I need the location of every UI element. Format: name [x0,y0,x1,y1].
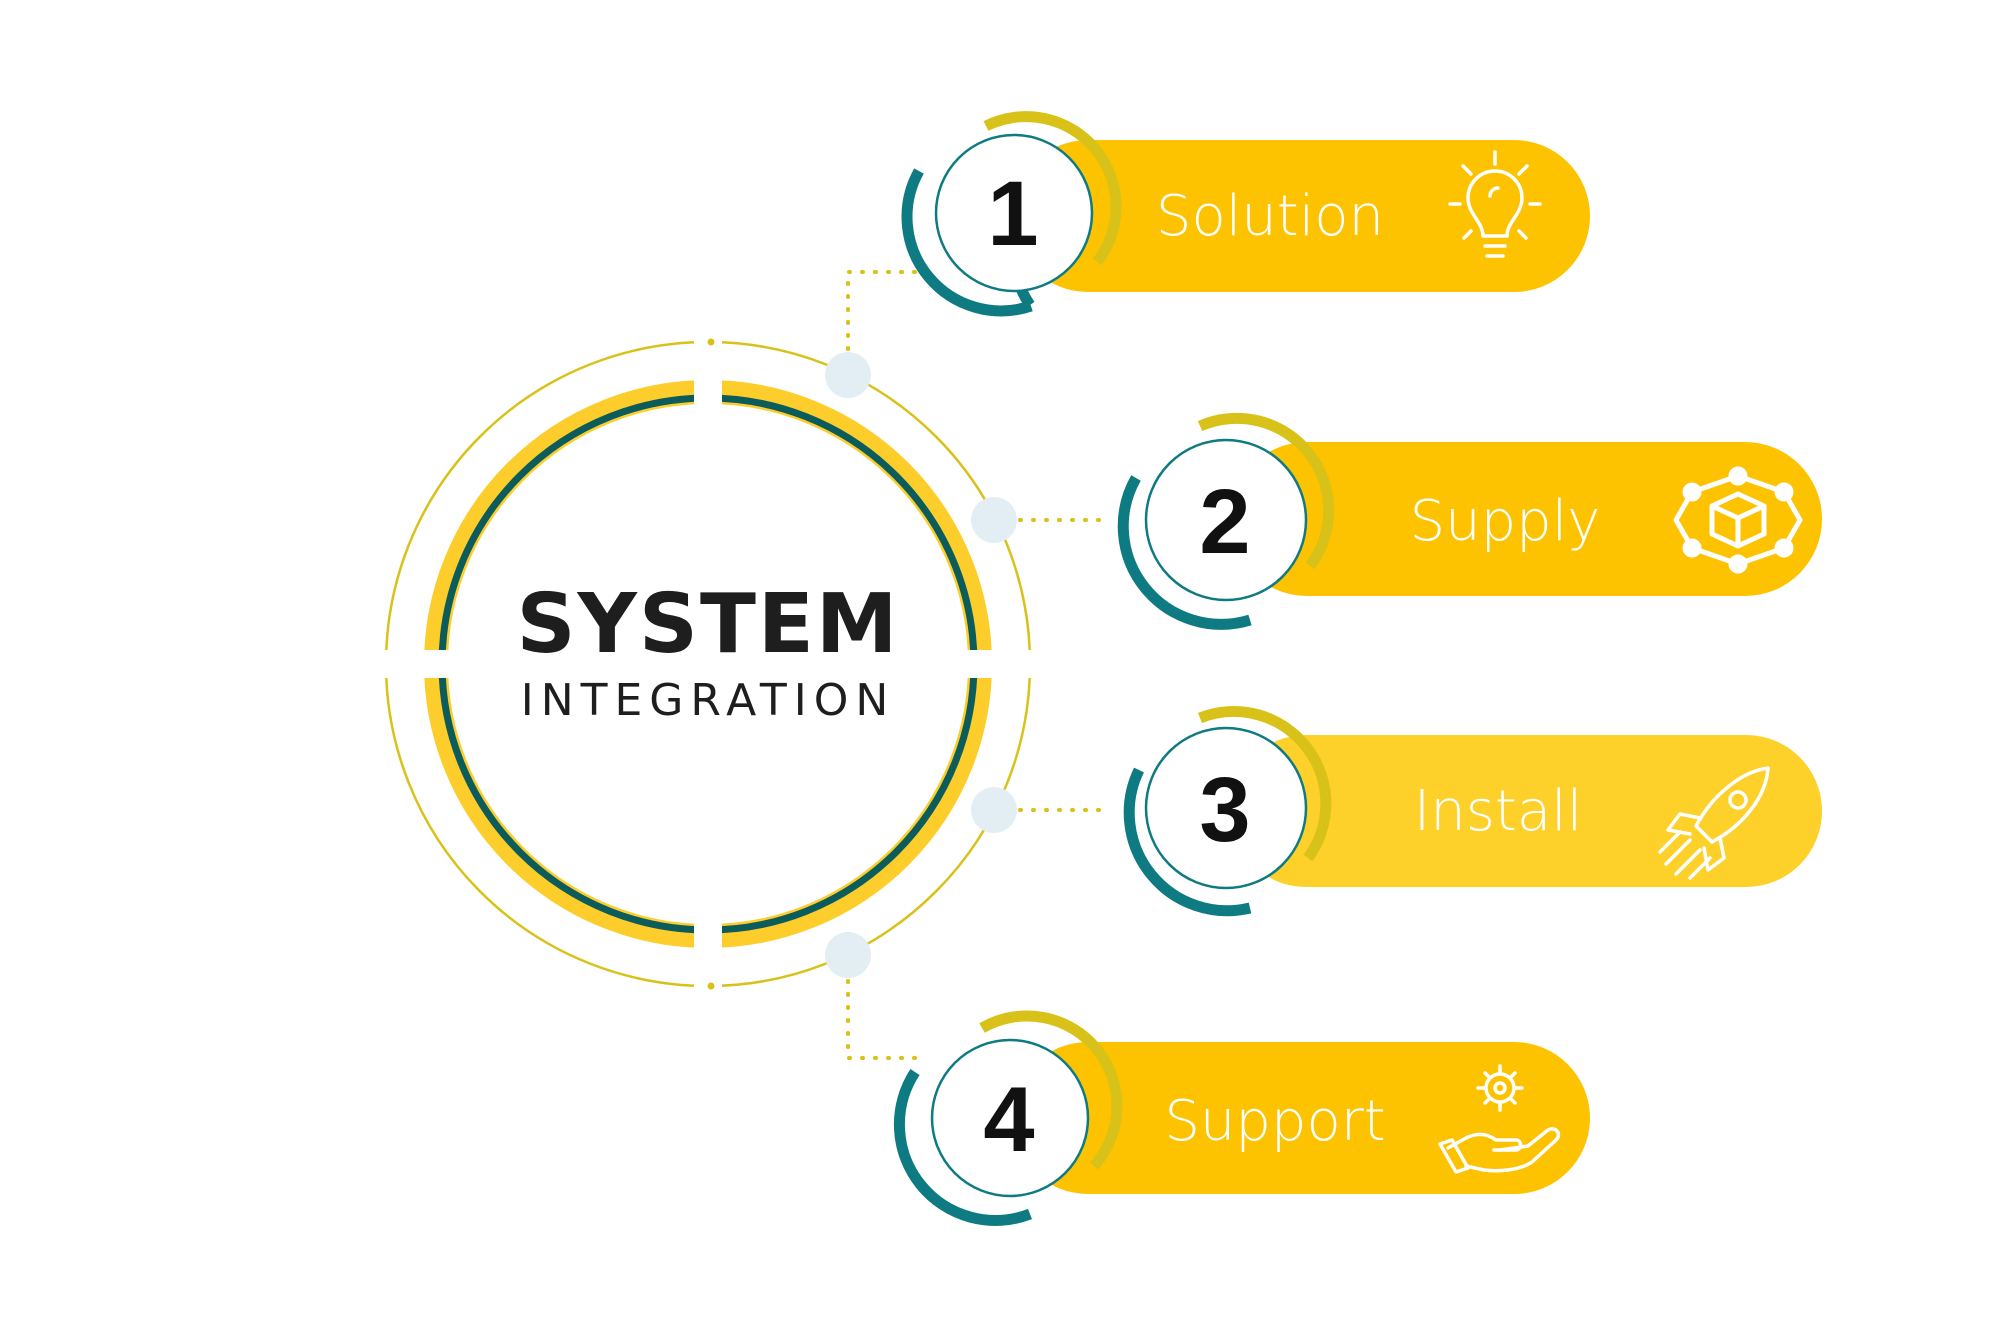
center-hub: SYSTEM INTEGRATION [370,330,1046,998]
step-2-label: Supply [1410,489,1601,554]
step-2: 2 Supply [1117,412,1822,630]
ring-gap-left [370,650,450,678]
step-3-pill [1230,735,1822,887]
step-4-badge-teal-arc [893,1069,1032,1226]
cube-network-icon [1673,466,1803,574]
step-4-label: Support [1164,1089,1385,1154]
step-1-number: 1 [987,163,1038,265]
step-3-label: Install [1414,779,1583,844]
step-2-pill [1230,442,1822,596]
node-1 [825,352,871,398]
step-4: 4 Support [893,1010,1590,1226]
step-3-number: 3 [1199,759,1250,861]
connector-1 [846,270,922,377]
step-3-badge-yellow-arc [1197,706,1332,862]
node-4 [825,932,871,978]
center-title: SYSTEM [516,577,899,672]
rocket-icon [1658,766,1770,880]
hand-gear-icon [1438,1064,1561,1174]
lightbulb-icon [1448,150,1542,258]
step-4-badge-yellow-arc [979,1010,1123,1170]
node-3 [971,787,1017,833]
step-2-number: 2 [1199,471,1250,573]
step-3: 3 Install [1123,706,1822,917]
step-2-badge-yellow-arc [1197,412,1335,570]
step-1-badge-teal-arc [901,168,1033,317]
step-1-label: Solution [1156,184,1384,249]
step-2-badge [1146,440,1306,600]
center-subtitle: INTEGRATION [521,675,896,726]
connectors [846,270,1112,1060]
step-1: 1 Solution [901,111,1590,317]
tick-dot-bottom [707,982,715,990]
step-2-badge-teal-arc [1117,475,1252,630]
step-1-pill [1012,140,1590,292]
ring-gap-right [966,650,1046,678]
step-4-number: 4 [983,1069,1034,1171]
step-1-badge [936,135,1092,291]
node-2 [971,497,1017,543]
connector-4 [846,953,920,1060]
tick-dot-top [707,338,715,346]
step-4-badge [932,1040,1088,1196]
step-3-badge [1146,728,1306,888]
connector-nodes [825,352,1017,978]
step-3-badge-teal-arc [1123,767,1252,917]
step-1-badge-yellow-arc [983,111,1122,266]
